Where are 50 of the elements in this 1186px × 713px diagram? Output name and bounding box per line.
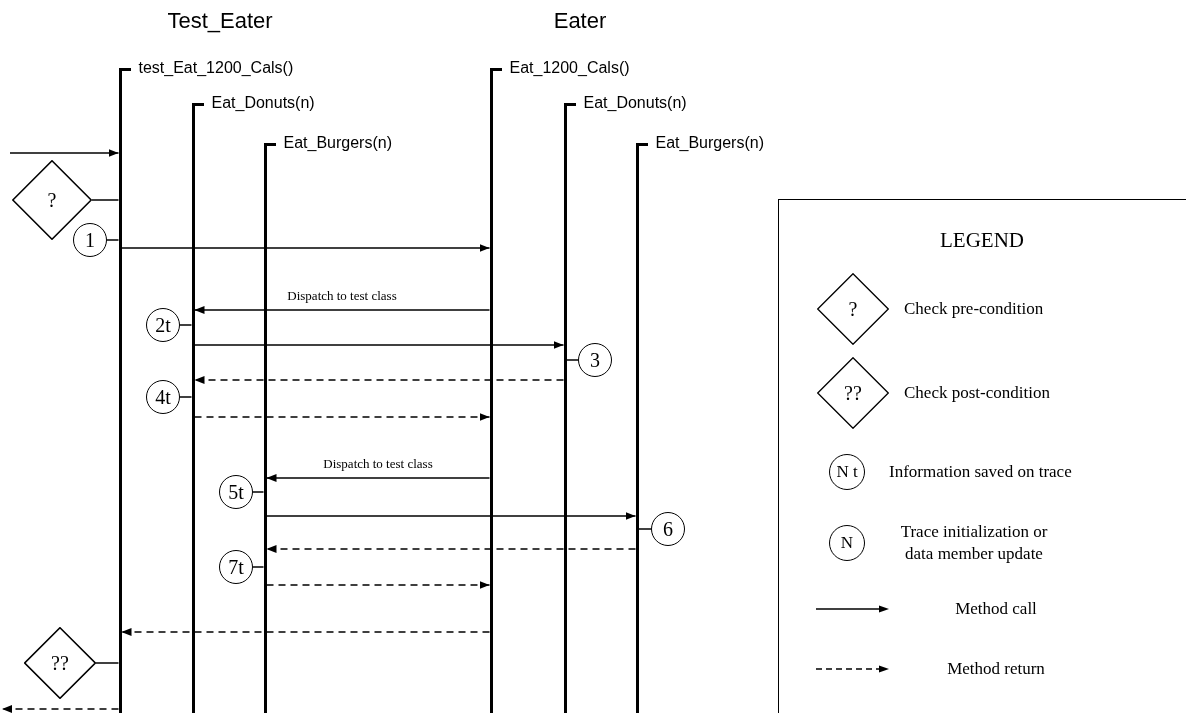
step-circle: 5t <box>219 475 253 509</box>
circle-symbol: N t <box>829 454 865 490</box>
connector-line <box>637 528 652 530</box>
circle-symbol: N <box>829 525 865 561</box>
connector-line <box>252 566 265 568</box>
step-circle: 6 <box>651 512 685 546</box>
step-circle: 2t <box>146 308 180 342</box>
method-name: Eat_Burgers(n) <box>655 134 764 152</box>
return-arrow <box>265 581 491 589</box>
method-name: Eat_Donuts(n) <box>583 94 687 112</box>
connector-line <box>179 396 193 398</box>
connector-line <box>179 324 193 326</box>
connector-line <box>95 662 120 664</box>
call-arrow <box>9 149 120 157</box>
participant-heading: Eater <box>553 8 607 34</box>
step-circle: 4t <box>146 380 180 414</box>
connector-line <box>106 239 120 241</box>
call-arrow <box>193 341 565 349</box>
legend-text: Information saved on trace <box>889 461 1072 483</box>
call-arrow <box>265 474 491 482</box>
legend-title: LEGEND <box>940 228 1024 253</box>
legend-text: Check pre-condition <box>904 298 1044 320</box>
call-arrow <box>193 306 491 314</box>
edge-label: Dispatch to test class <box>320 456 436 472</box>
participant-heading: Test_Eater <box>167 8 273 34</box>
call-arrow <box>265 512 637 520</box>
method-name: test_Eat_1200_Cals() <box>138 59 294 77</box>
method-name: Eat_Burgers(n) <box>283 134 392 152</box>
legend-text: Method return <box>947 658 1045 680</box>
step-circle: 1 <box>73 223 107 257</box>
step-circle: 3 <box>578 343 612 377</box>
method-name: Eat_Donuts(n) <box>211 94 315 112</box>
return-arrow <box>120 628 491 636</box>
connector-line <box>252 491 265 493</box>
method-name: Eat_1200_Cals() <box>509 59 630 77</box>
legend-text: Check post-condition <box>904 382 1050 404</box>
step-circle: 7t <box>219 550 253 584</box>
return-arrow <box>193 376 565 384</box>
connector-line <box>565 359 579 361</box>
diamond-symbol: ? <box>817 273 889 345</box>
call-arrow <box>120 244 491 252</box>
return-arrow <box>265 545 637 553</box>
legend-text: Method call <box>955 598 1037 620</box>
connector-line <box>91 199 120 201</box>
diamond-symbol: ?? <box>817 357 889 429</box>
legend-text: Trace initialization or data member update <box>899 521 1049 565</box>
edge-label: Dispatch to test class <box>284 288 400 304</box>
return-arrow <box>193 413 491 421</box>
return-arrow <box>1 705 120 713</box>
check-diamond: ?? <box>24 627 96 699</box>
